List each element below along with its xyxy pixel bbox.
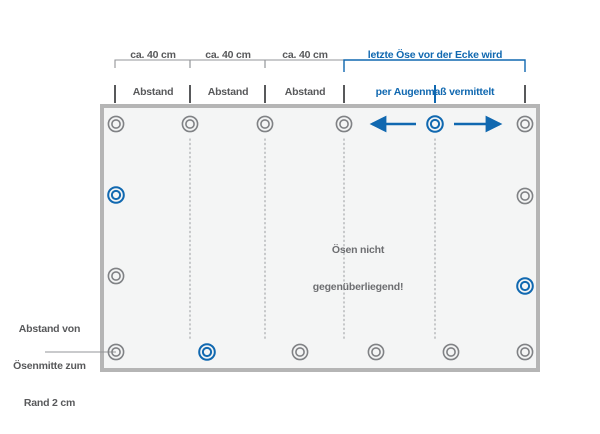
dotted-alignment-lines	[189, 138, 436, 341]
grommet-column-right	[516, 187, 534, 295]
grommet-row-bottom	[107, 343, 534, 361]
grommet-top-4[interactable]	[335, 115, 353, 133]
label-corner-note-line1: letzte Öse vor der Ecke wird	[367, 48, 503, 61]
dimension-brackets	[114, 59, 526, 72]
grommet-right-1[interactable]	[516, 187, 534, 205]
grommet-bottom-6[interactable]	[516, 343, 534, 361]
grommet-top-1[interactable]	[107, 115, 125, 133]
grommet-top-5-highlight[interactable]	[426, 115, 444, 133]
label-edge-distance-line2: Ösenmitte zum	[13, 359, 86, 372]
grommet-top-6[interactable]	[516, 115, 534, 133]
label-spacing-1-line1: ca. 40 cm	[130, 48, 176, 61]
grommet-bottom-2-highlight[interactable]	[198, 343, 216, 361]
label-edge-distance: Abstand von Ösenmitte zum Rand 2 cm	[2, 298, 97, 434]
diagram-canvas: ca. 40 cm Abstand ca. 40 cm Abstand ca. …	[13, 24, 540, 409]
tarp-rectangle	[100, 104, 540, 372]
grommet-top-3[interactable]	[256, 115, 274, 133]
label-center-note-line1: Ösen nicht	[331, 243, 385, 256]
label-center-note-line2: gegenüberliegend!	[312, 280, 404, 293]
label-spacing-2-line1: ca. 40 cm	[205, 48, 251, 61]
grommet-bottom-5[interactable]	[442, 343, 460, 361]
label-center-note: Ösen nicht gegenüberliegend!	[298, 219, 418, 318]
grommet-bottom-4[interactable]	[367, 343, 385, 361]
label-spacing-3-line1: ca. 40 cm	[282, 48, 328, 61]
label-spacing-2-line2: Abstand	[207, 85, 249, 98]
label-spacing-3-line2: Abstand	[284, 85, 326, 98]
label-corner-note-line2: per Augenmaß vermittelt	[375, 85, 495, 98]
grommet-left-2[interactable]	[107, 267, 125, 285]
label-spacing-1: ca. 40 cm Abstand	[113, 24, 193, 123]
label-corner-note: letzte Öse vor der Ecke wird per Augenma…	[349, 24, 521, 123]
label-spacing-1-line2: Abstand	[132, 85, 174, 98]
label-spacing-3: ca. 40 cm Abstand	[265, 24, 345, 123]
tarp-grommet-diagram	[45, 59, 540, 372]
dimension-ticks	[114, 85, 526, 103]
label-spacing-2: ca. 40 cm Abstand	[188, 24, 268, 123]
grommet-top-2[interactable]	[181, 115, 199, 133]
label-edge-distance-line1: Abstand von	[18, 322, 81, 335]
tarp-surface	[100, 104, 540, 372]
grommet-column-left	[107, 186, 125, 285]
grommet-bottom-3[interactable]	[291, 343, 309, 361]
grommet-left-1-highlight[interactable]	[107, 186, 125, 204]
grommet-row-top	[107, 115, 534, 133]
grommet-right-2-highlight[interactable]	[516, 277, 534, 295]
grommet-bottom-1[interactable]	[107, 343, 125, 361]
label-edge-distance-line3: Rand 2 cm	[23, 397, 76, 409]
bracket-corner-estimate	[343, 59, 526, 72]
